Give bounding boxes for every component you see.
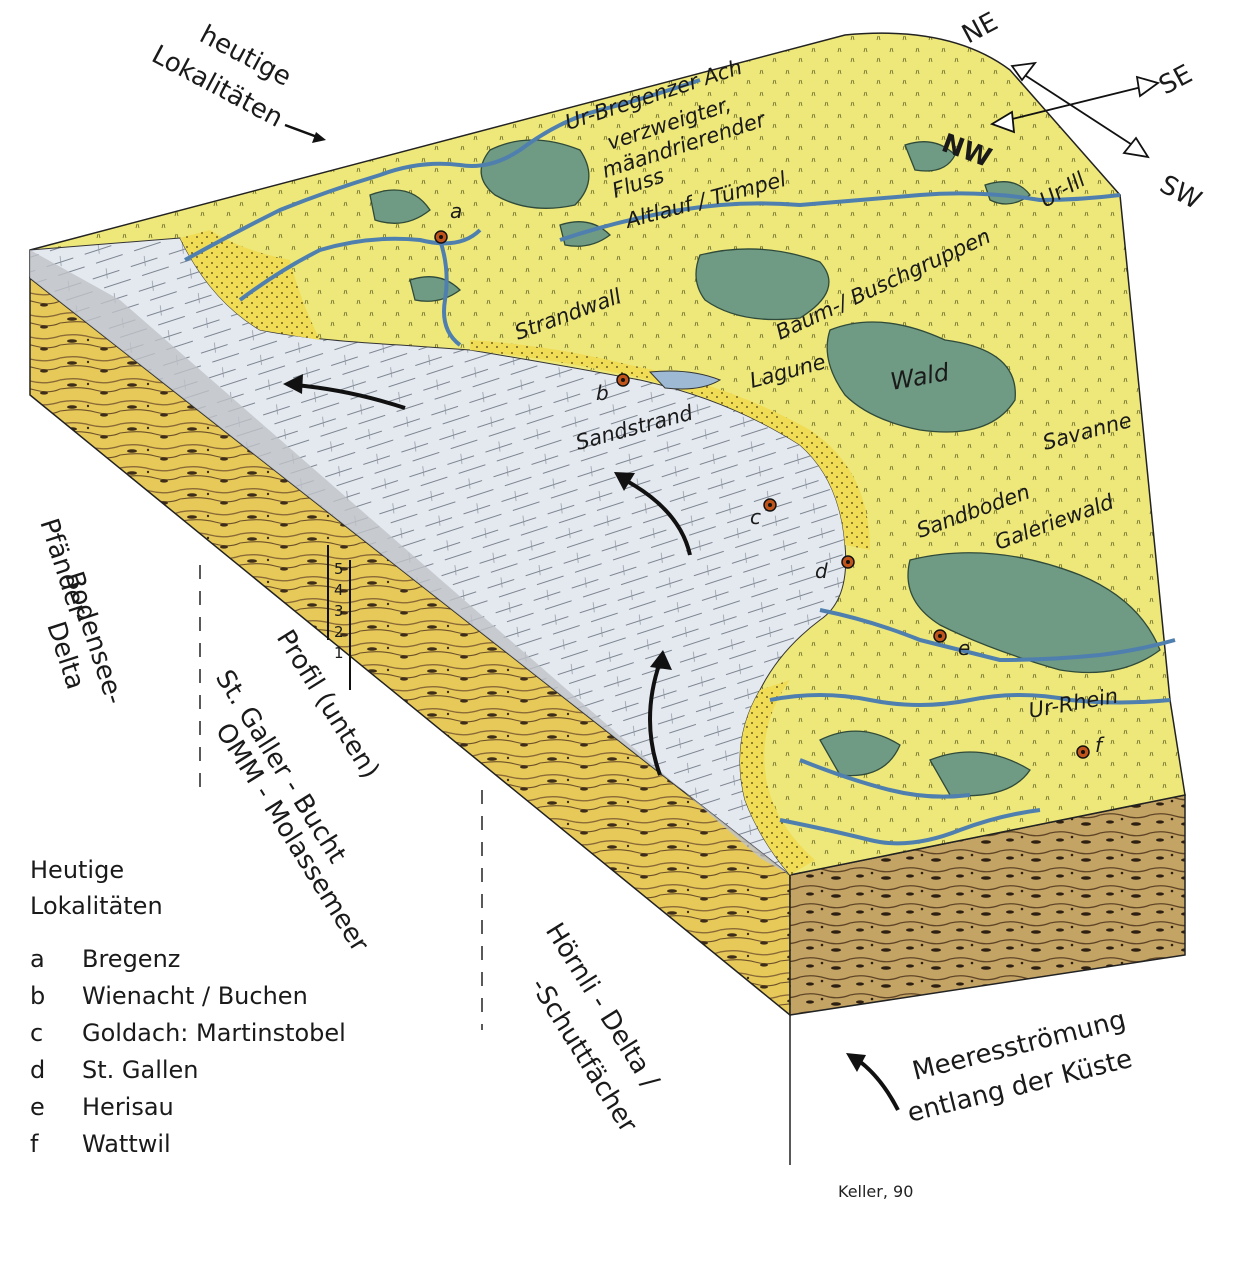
- legend-key: a: [30, 945, 82, 973]
- legend-name: Wienacht / Buchen: [82, 982, 308, 1010]
- legend-name: Wattwil: [82, 1130, 171, 1158]
- marker-a: [435, 231, 447, 243]
- legend-key: b: [30, 982, 82, 1010]
- marker-d: [842, 556, 854, 568]
- compass-se: SE: [1154, 59, 1197, 101]
- legend-name: Herisau: [82, 1093, 174, 1121]
- point-label-d: d: [815, 559, 828, 583]
- point-label-a: a: [450, 199, 462, 223]
- legend-key: c: [30, 1019, 82, 1047]
- profile-number-4: 4: [334, 581, 344, 599]
- compass-sw: SW: [1155, 170, 1206, 216]
- credit: Keller, 90: [838, 1182, 913, 1201]
- legend-key: d: [30, 1056, 82, 1084]
- legend-key: e: [30, 1093, 82, 1121]
- legend-name: Bregenz: [82, 945, 180, 973]
- compass-ne: NE: [957, 7, 1003, 50]
- profile-number-3: 3: [334, 602, 344, 620]
- profile-number-2: 2: [334, 623, 344, 641]
- legend-name: Goldach: Martinstobel: [82, 1019, 346, 1047]
- marker-b: [617, 374, 629, 386]
- legend-title-2: Lokalitäten: [30, 888, 346, 924]
- marker-f: [1077, 746, 1089, 758]
- point-label-c: c: [750, 505, 761, 529]
- point-label-e: e: [958, 636, 970, 660]
- profile-number-5: 5: [334, 560, 344, 578]
- legend-key: f: [30, 1130, 82, 1158]
- current-legend-arrow: [855, 1058, 898, 1110]
- legend-name: St. Gallen: [82, 1056, 199, 1084]
- marker-e: [934, 630, 946, 642]
- point-label-b: b: [596, 381, 609, 405]
- profile-number-1: 1: [334, 644, 344, 662]
- legend-title-1: Heutige: [30, 852, 346, 888]
- marker-c: [764, 499, 776, 511]
